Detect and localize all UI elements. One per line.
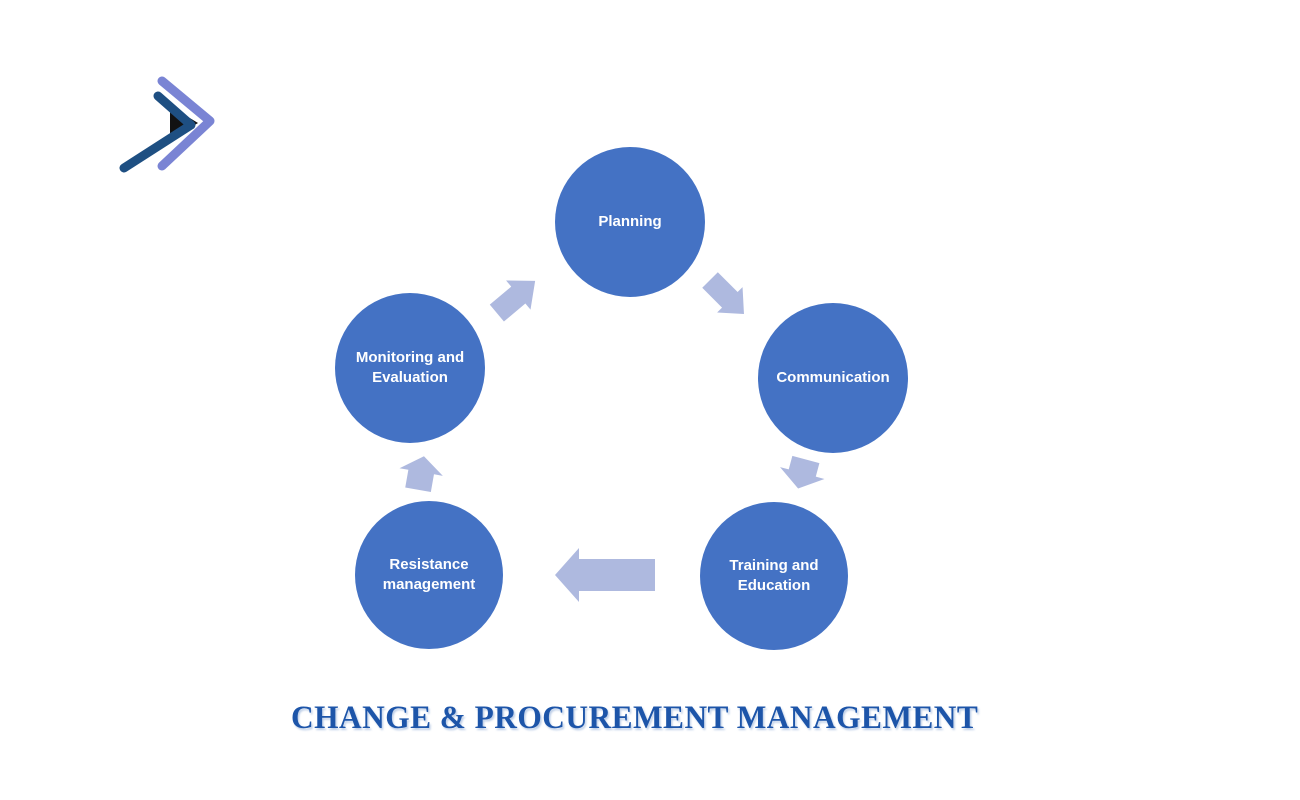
outer-chevron-icon xyxy=(157,76,215,171)
arrow-resistance-to-monitoring-icon xyxy=(399,456,443,492)
arrow-training-to-resistance-icon xyxy=(555,548,655,602)
node-monitoring-and-evaluation-label: Monitoring and Evaluation xyxy=(355,348,465,386)
arrow-planning-to-communication-icon xyxy=(702,272,744,314)
node-resistance-management: Resistance management xyxy=(355,501,503,649)
node-training-and-education: Training and Education xyxy=(700,502,848,650)
inner-chevron-icon xyxy=(119,91,196,173)
play-icon xyxy=(119,76,215,173)
node-communication-label: Communication xyxy=(776,368,890,386)
brand-logo xyxy=(119,76,215,173)
node-communication: Communication xyxy=(758,303,908,453)
page-title: CHANGE & PROCUREMENT MANAGEMENT xyxy=(291,700,979,736)
node-planning: Planning xyxy=(555,147,705,297)
node-resistance-management-label: Resistance management xyxy=(382,555,476,593)
arrow-communication-to-training-icon xyxy=(780,455,825,489)
node-planning-label: Planning xyxy=(598,212,662,230)
node-training-and-education-label: Training and Education xyxy=(729,556,819,594)
arrow-monitoring-to-planning-icon xyxy=(489,280,536,322)
node-monitoring-and-evaluation: Monitoring and Evaluation xyxy=(335,293,485,443)
